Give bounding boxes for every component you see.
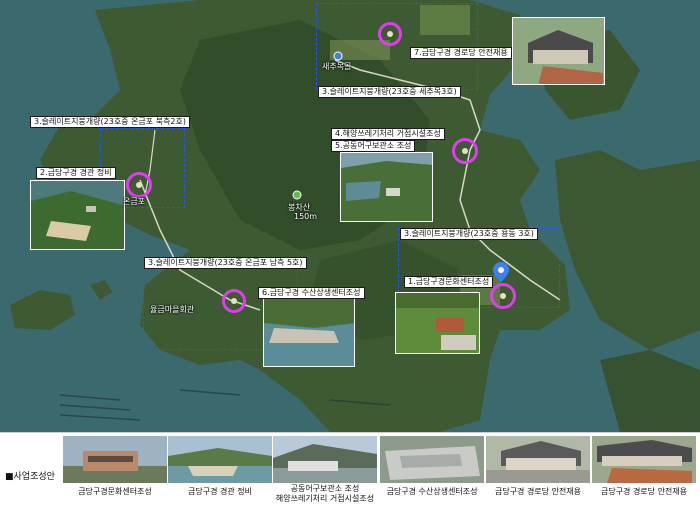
photo-waste-facility xyxy=(340,152,433,222)
label-landscape-maintenance: 2.금당구경 경관 정비 xyxy=(36,167,116,179)
marker-ring-north[interactable] xyxy=(378,22,402,46)
label-fisheries-center: 6.금당구경 수산상생센터조성 xyxy=(258,287,365,299)
marker-ring-south[interactable] xyxy=(222,289,246,313)
strip-title: ■사업조성안 xyxy=(5,472,55,482)
photo-senior-center-safety xyxy=(512,17,605,85)
photo-landscape-maintenance xyxy=(30,180,125,250)
caption-gear-storage-line1: 공동어구보관소 조성 xyxy=(290,484,360,493)
label-slate-yongdong: 3.슬레이트지붕개량(23호중 용동 3호) xyxy=(400,228,538,240)
photo-culture-center xyxy=(395,292,480,354)
place-village-north: 새추목골 xyxy=(322,62,352,71)
caption-senior-center-2: 금당구경 경로당 안전재용 xyxy=(600,487,688,496)
thumb-culture-center xyxy=(63,436,167,483)
label-senior-center-safety: 7.금당구경 경로당 안전재용 xyxy=(410,47,512,59)
label-gear-storage: 5.공동어구보관소 조성 xyxy=(331,140,416,152)
caption-landscape-maintenance: 금당구경 경관 정비 xyxy=(188,487,252,496)
label-slate-ongeumpo-south: 3.슬레이트지붕개량(23호중 온금포 남측 5호) xyxy=(144,257,307,269)
caption-gear-storage: 공동어구보관소 조성 해양쓰레기처리 거점시설조성 xyxy=(273,484,377,504)
label-culture-center: 1.금당구경문화센터조성 xyxy=(404,276,494,288)
label-slate-ongeumpo-north: 3.슬레이트지붕개량(23호중 온금포 북측2호) xyxy=(30,116,190,128)
caption-fisheries-center: 금당구경 수산상생센터조성 xyxy=(386,487,478,496)
thumb-senior-center-1 xyxy=(486,436,590,483)
place-village-hall: 율금마을회관 xyxy=(150,305,195,314)
label-waste-facility: 4.해양쓰레기처리 거점시설조성 xyxy=(331,128,445,140)
caption-culture-center: 금당구경문화센터조성 xyxy=(78,487,152,496)
photo-fisheries-center xyxy=(263,297,355,367)
project-strip: ■사업조성안 금당구경문화센터조성 금당구경 경관 정비 공동어구보관소 조성 … xyxy=(0,432,700,515)
marker-ring-waste[interactable] xyxy=(452,138,478,164)
marker-ring-culture[interactable] xyxy=(490,283,516,309)
caption-gear-storage-line2: 해양쓰레기처리 거점시설조성 xyxy=(275,494,375,503)
place-peak-name: 봉차산 xyxy=(288,203,311,212)
thumb-landscape-maintenance xyxy=(168,436,272,483)
thumb-gear-storage xyxy=(273,436,377,483)
mountain-peak-icon xyxy=(292,190,302,200)
village-marker-icon xyxy=(333,51,343,61)
place-peak-elevation: 150m xyxy=(294,212,318,221)
place-village-west: 온금포 xyxy=(123,197,146,206)
map-pin-icon[interactable] xyxy=(493,262,509,282)
thumb-fisheries-center xyxy=(380,436,484,483)
marker-ring-ongeumpo[interactable] xyxy=(126,172,152,198)
thumb-senior-center-2 xyxy=(592,436,696,483)
label-slate-north-village: 3.슬레이트지붕개량(23호중 세추목3호) xyxy=(318,86,461,98)
caption-senior-center-1: 금당구경 경로당 안전재용 xyxy=(494,487,582,496)
